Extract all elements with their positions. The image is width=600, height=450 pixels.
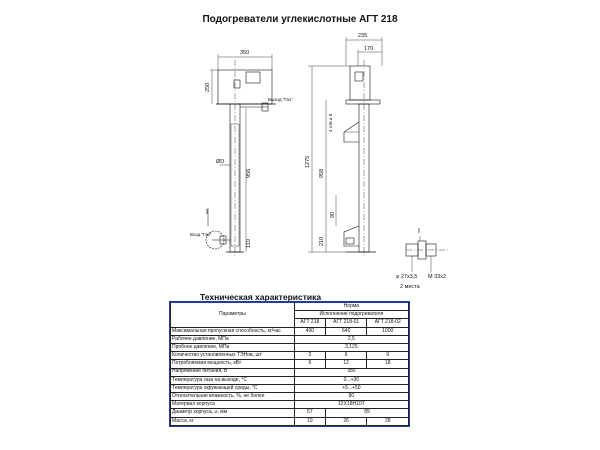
table-row: Температура окружающей среды, °С+5...+50 bbox=[170, 383, 410, 394]
value-cell: 18 bbox=[366, 359, 409, 369]
value-cell: 1000 bbox=[366, 326, 409, 336]
param-cell: Максимальная пропускная способность, кг/… bbox=[170, 326, 295, 336]
dim-gap: 90 bbox=[330, 212, 336, 218]
dim-width: 350 bbox=[240, 50, 249, 56]
param-cell: Масса, кг bbox=[170, 416, 295, 426]
norm-header: Норма bbox=[293, 301, 410, 312]
value-cell: 28 bbox=[366, 416, 409, 426]
param-cell: Температура газа на выходе, °С bbox=[170, 375, 295, 385]
side-control-box bbox=[349, 65, 371, 101]
param-cell: Рабочее давление, МПа bbox=[170, 334, 295, 344]
detail-mark: I bbox=[418, 228, 420, 235]
display-window bbox=[245, 71, 261, 84]
outlet-label: Выход "Газ" bbox=[268, 97, 293, 102]
bracket bbox=[343, 121, 360, 143]
holes-label: 4 отв ⌀ 8 bbox=[328, 113, 333, 132]
value-cell: 80 bbox=[293, 392, 410, 402]
dim-diameter: ØD bbox=[216, 159, 224, 165]
detail-places: 2 места bbox=[400, 284, 421, 290]
dim-bottom: 210 bbox=[319, 237, 325, 246]
detail-pipe-size: ⌀ 27х3,5 bbox=[396, 274, 417, 280]
value-cell: 6 bbox=[293, 359, 326, 369]
param-cell: Материал корпуса bbox=[170, 400, 295, 410]
section-mark: I bbox=[206, 209, 208, 216]
value-cell: 6 bbox=[324, 351, 368, 361]
detail-circle bbox=[205, 230, 225, 250]
model-header: АГТ 218 bbox=[293, 318, 326, 328]
param-cell: Относительная влажность, %, не более bbox=[170, 392, 295, 402]
value-cell: 400 bbox=[293, 326, 326, 336]
param-cell: Диаметр корпуса, ⌀, мм bbox=[170, 408, 295, 418]
control-box bbox=[217, 69, 273, 105]
model-header: АГТ 218-01 bbox=[324, 318, 368, 328]
value-cell: 3 bbox=[293, 351, 326, 361]
technical-drawing: 350 250 956 110 ØD I Выход "Газ" Вход "Г… bbox=[190, 33, 450, 290]
param-cell: Температура окружающей среды, °С bbox=[170, 383, 295, 394]
exec-header: Исполнение подогревателя bbox=[293, 310, 410, 320]
dim-lower: 956 bbox=[246, 169, 252, 178]
table-row: Максимальная пропускная способность, кг/… bbox=[170, 326, 409, 336]
value-cell: 57 bbox=[293, 408, 326, 418]
value-cell: 2,5 bbox=[293, 334, 410, 344]
value-cell: 89 bbox=[324, 408, 410, 418]
param-cell: Напряжение питания, В bbox=[170, 367, 295, 377]
value-cell: 0...+30 bbox=[293, 375, 410, 385]
value-cell: 3,125 bbox=[293, 342, 410, 353]
dim-box-height: 250 bbox=[205, 83, 211, 92]
inlet-label: Вход "Газ" bbox=[190, 232, 212, 237]
param-header: Параметры bbox=[170, 302, 295, 328]
value-cell: 640 bbox=[324, 326, 368, 336]
param-cell: Количество установленных ТЭНов, шт bbox=[170, 351, 295, 361]
value-cell: +5...+50 bbox=[293, 383, 410, 394]
dim-mid: 958 bbox=[319, 169, 325, 178]
value-cell: 19 bbox=[293, 416, 326, 426]
model-header: АГТ 218-02 bbox=[366, 318, 409, 328]
value-cell: 12 bbox=[324, 359, 368, 369]
dim-top1: 235 bbox=[358, 33, 367, 39]
section-title: Техническая характеристика bbox=[200, 292, 322, 302]
detail-thread: М 33х2 bbox=[428, 274, 446, 280]
page-title: Подогреватели углекислотные АГТ 218 bbox=[202, 14, 398, 25]
param-cell: Пробное давление, МПа bbox=[170, 342, 295, 353]
dim-base: 110 bbox=[246, 239, 252, 248]
value-cell: 380 bbox=[293, 367, 410, 377]
dim-total: 1275 bbox=[305, 156, 311, 168]
spec-table: Параметры Норма Исполнение подогревателя… bbox=[169, 301, 410, 427]
value-cell: 26 bbox=[324, 416, 368, 426]
value-cell: 9 bbox=[366, 351, 409, 361]
param-cell: Потребляемая мощность, кВт bbox=[170, 359, 295, 369]
value-cell: 12Х18Н10Т bbox=[293, 400, 410, 410]
dim-top2: 170 bbox=[364, 46, 373, 52]
